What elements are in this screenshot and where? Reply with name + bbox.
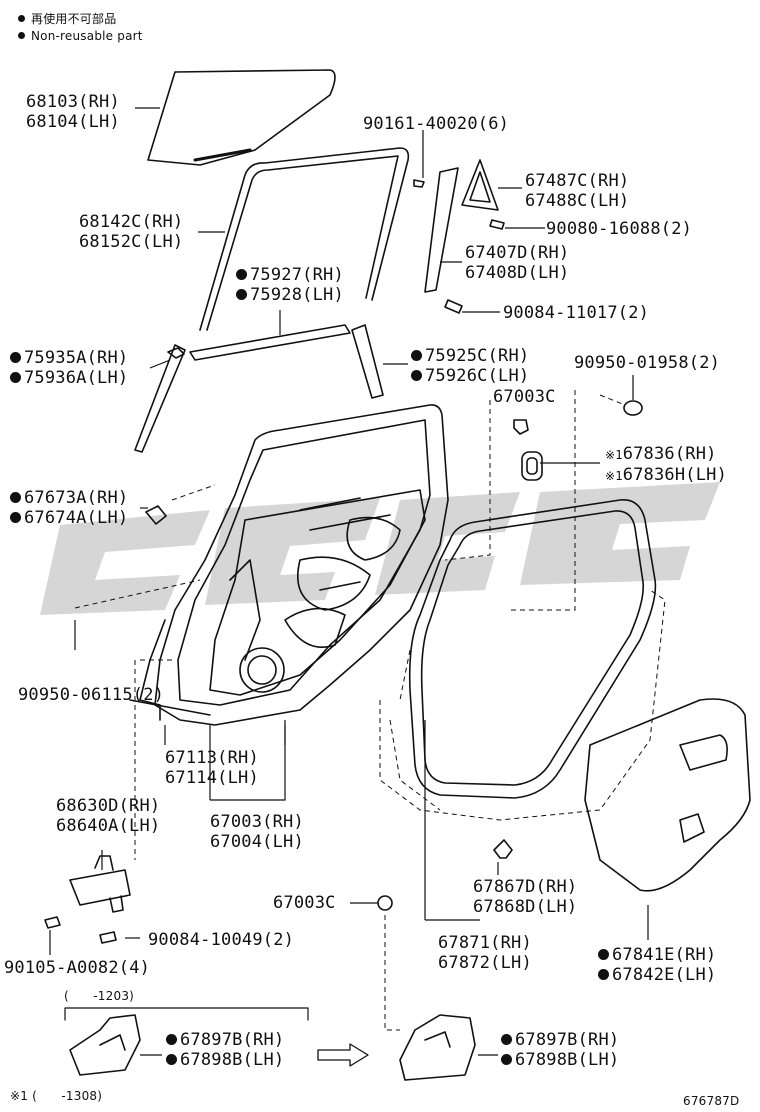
front-moulding [134,344,186,453]
run-channel [199,147,410,331]
bolt-icon [44,916,61,929]
legend-line-2: Non-reusable part [18,29,143,43]
arrow-icon [317,1043,369,1067]
label-hinge[interactable]: 68630D(RH)68640A(LH) [56,796,161,836]
label-bracket-range: ( -1203) [64,989,135,1003]
label-moulding-rear[interactable]: 75925C(RH)75926C(LH) [411,346,529,386]
plug-icon [623,400,643,416]
non-reusable-icon [411,350,422,361]
non-reusable-icon [10,352,21,363]
label-division-bar[interactable]: 67407D(RH)67408D(LH) [465,243,570,283]
label-door-panel[interactable]: 67003(RH)67004(LH) [210,812,304,852]
label-screw-corner[interactable]: 90080-16088(2) [546,219,693,239]
footnote: ※1 ( -1308) [10,1089,103,1103]
bullet-icon [18,32,25,39]
legend-text-en: Non-reusable part [31,29,143,43]
label-opening-weatherstrip[interactable]: 67871(RH)67872(LH) [438,933,532,973]
legend-text-jp: 再使用不可部品 [31,12,117,26]
label-bolt-division[interactable]: 90084-11017(2) [503,303,650,323]
non-reusable-icon [10,372,21,383]
clip-icon [377,895,393,911]
diagram-code: 676787D [683,1094,740,1108]
bolt-icon [99,931,117,944]
window-glass [147,69,336,166]
opening-weatherstrip [408,499,657,799]
service-cover [584,698,751,892]
label-plug-side[interactable]: 90950-06115(2) [18,685,165,705]
label-service-cover[interactable]: 67841E(RH)67842E(LH) [598,945,716,985]
bolt-icon [444,299,463,314]
label-bracket-new[interactable]: 67897B(RH)67898B(LH) [501,1030,619,1070]
label-clip-upper[interactable]: 67003C [493,387,556,407]
clip-icon [145,505,167,525]
legend-line-1: 再使用不可部品 [18,12,116,26]
label-screw-top[interactable]: 90161-40020(6) [363,114,510,134]
screw-icon [489,219,505,230]
clip-icon [513,419,529,435]
non-reusable-icon [598,949,609,960]
label-plug-top[interactable]: 90950-01958(2) [574,353,721,373]
label-glass[interactable]: 68103(RH)68104(LH) [26,92,120,132]
door-frame [154,404,449,726]
bullet-icon [18,15,25,22]
screw-icon [413,179,425,188]
non-reusable-icon [236,269,247,280]
non-reusable-icon [10,512,21,523]
label-corner-piece[interactable]: 67487C(RH)67488C(LH) [525,171,630,211]
non-reusable-icon [236,289,247,300]
clip-icon [493,839,513,859]
label-clip-lower[interactable]: 67003C [273,893,336,913]
non-reusable-icon [501,1054,512,1065]
non-reusable-icon [598,969,609,980]
division-bar [424,167,459,293]
bracket-new [399,1014,476,1081]
label-service-cover-small[interactable]: ※167836(RH)※167836H(LH) [605,444,728,485]
label-bolt-hinge2[interactable]: 90105-A0082(4) [4,958,151,978]
label-retainer[interactable]: 67867D(RH)67868D(LH) [473,877,578,917]
label-clip-mould[interactable]: 67673A(RH)67674A(LH) [10,488,128,528]
non-reusable-icon [501,1034,512,1045]
label-bolt-hinge[interactable]: 90084-10049(2) [148,930,295,950]
corner-piece [461,159,499,211]
hinge [69,869,131,906]
rear-moulding [351,324,384,399]
non-reusable-icon [10,492,21,503]
non-reusable-icon [166,1054,177,1065]
bracket-old [69,1014,141,1076]
belt-moulding [189,324,351,361]
label-belt-inner[interactable]: 75927(RH)75928(LH) [236,265,344,305]
non-reusable-icon [166,1034,177,1045]
label-bracket-old[interactable]: 67897B(RH)67898B(LH) [166,1030,284,1070]
label-run-channel[interactable]: 68142C(RH)68152C(LH) [79,212,184,252]
label-moulding-front[interactable]: 75935A(RH)75936A(LH) [10,348,128,388]
non-reusable-icon [411,370,422,381]
label-weatherstrip-door[interactable]: 67113(RH)67114(LH) [165,748,259,788]
cover-icon [521,451,543,481]
